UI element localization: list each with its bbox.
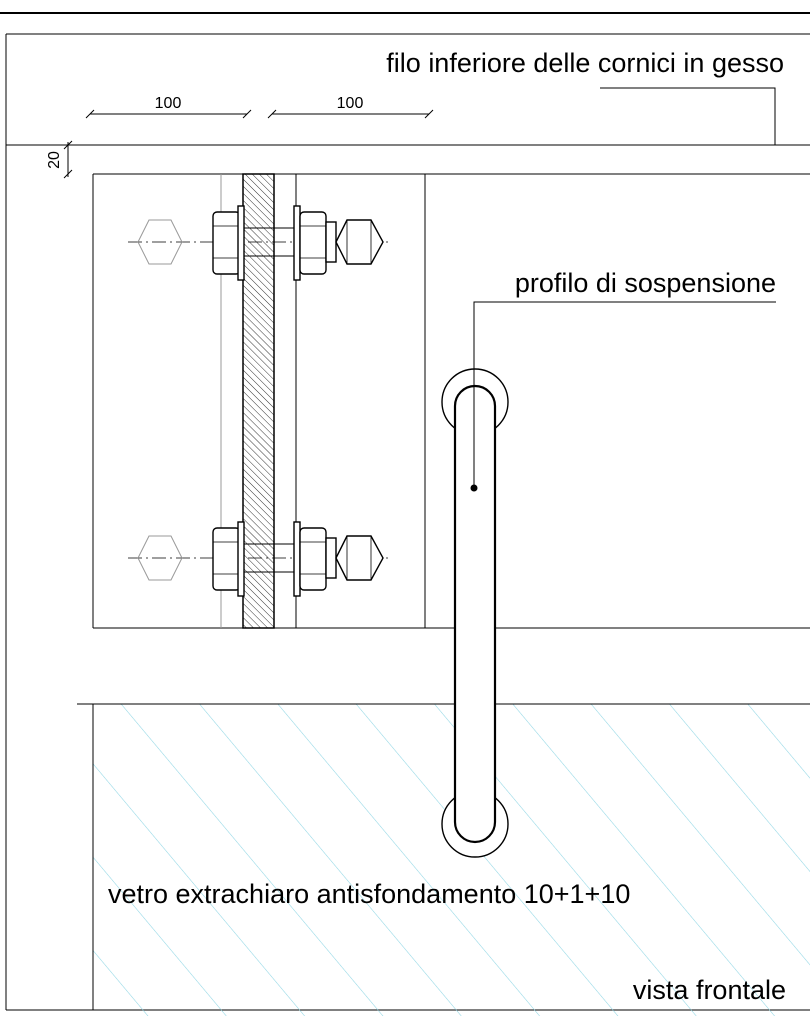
nut-left-icon xyxy=(212,211,241,275)
bolt-assembly-bottom xyxy=(128,521,392,597)
glass-hatch xyxy=(93,704,810,1016)
bolt-head-ghost-icon xyxy=(137,219,183,265)
view-label: vista frontale xyxy=(633,975,786,1005)
glass-panel xyxy=(77,703,810,1016)
bolt-head-ghost-icon xyxy=(137,535,183,581)
dimension-text: 100 xyxy=(155,95,182,112)
suspension-profile xyxy=(441,368,509,858)
suspension-leader xyxy=(473,301,776,488)
nut-right-icon xyxy=(299,527,327,591)
cornice-label: filo inferiore delle cornici in gesso xyxy=(386,48,784,78)
dimension-text: 20 xyxy=(46,151,63,169)
steel-plate xyxy=(242,173,275,629)
nut-right-icon xyxy=(299,211,327,275)
leader-dot-icon xyxy=(470,484,478,492)
washer-left-icon xyxy=(237,521,245,597)
glass-label: vetro extrachiaro antisfondamento 10+1+1… xyxy=(108,879,630,909)
suspension-label: profilo di sospensione xyxy=(515,268,776,298)
bolt-shank-icon xyxy=(325,221,337,263)
washer-left-icon xyxy=(237,205,245,281)
suspension-rod xyxy=(453,384,497,844)
dimension-20: 20 xyxy=(46,140,73,179)
cornice-leader xyxy=(600,87,776,145)
bolt-shank-icon xyxy=(325,537,337,579)
dimension-text: 100 xyxy=(337,95,364,112)
bolt-assembly-top xyxy=(128,205,392,281)
washer-right-icon xyxy=(293,205,301,281)
dimension-100-left: 100 xyxy=(85,95,252,119)
bolt-head-icon xyxy=(335,219,384,265)
bolt-head-icon xyxy=(335,535,384,581)
nut-left-icon xyxy=(212,527,241,591)
washer-right-icon xyxy=(293,521,301,597)
dimension-100-right: 100 xyxy=(267,95,434,119)
